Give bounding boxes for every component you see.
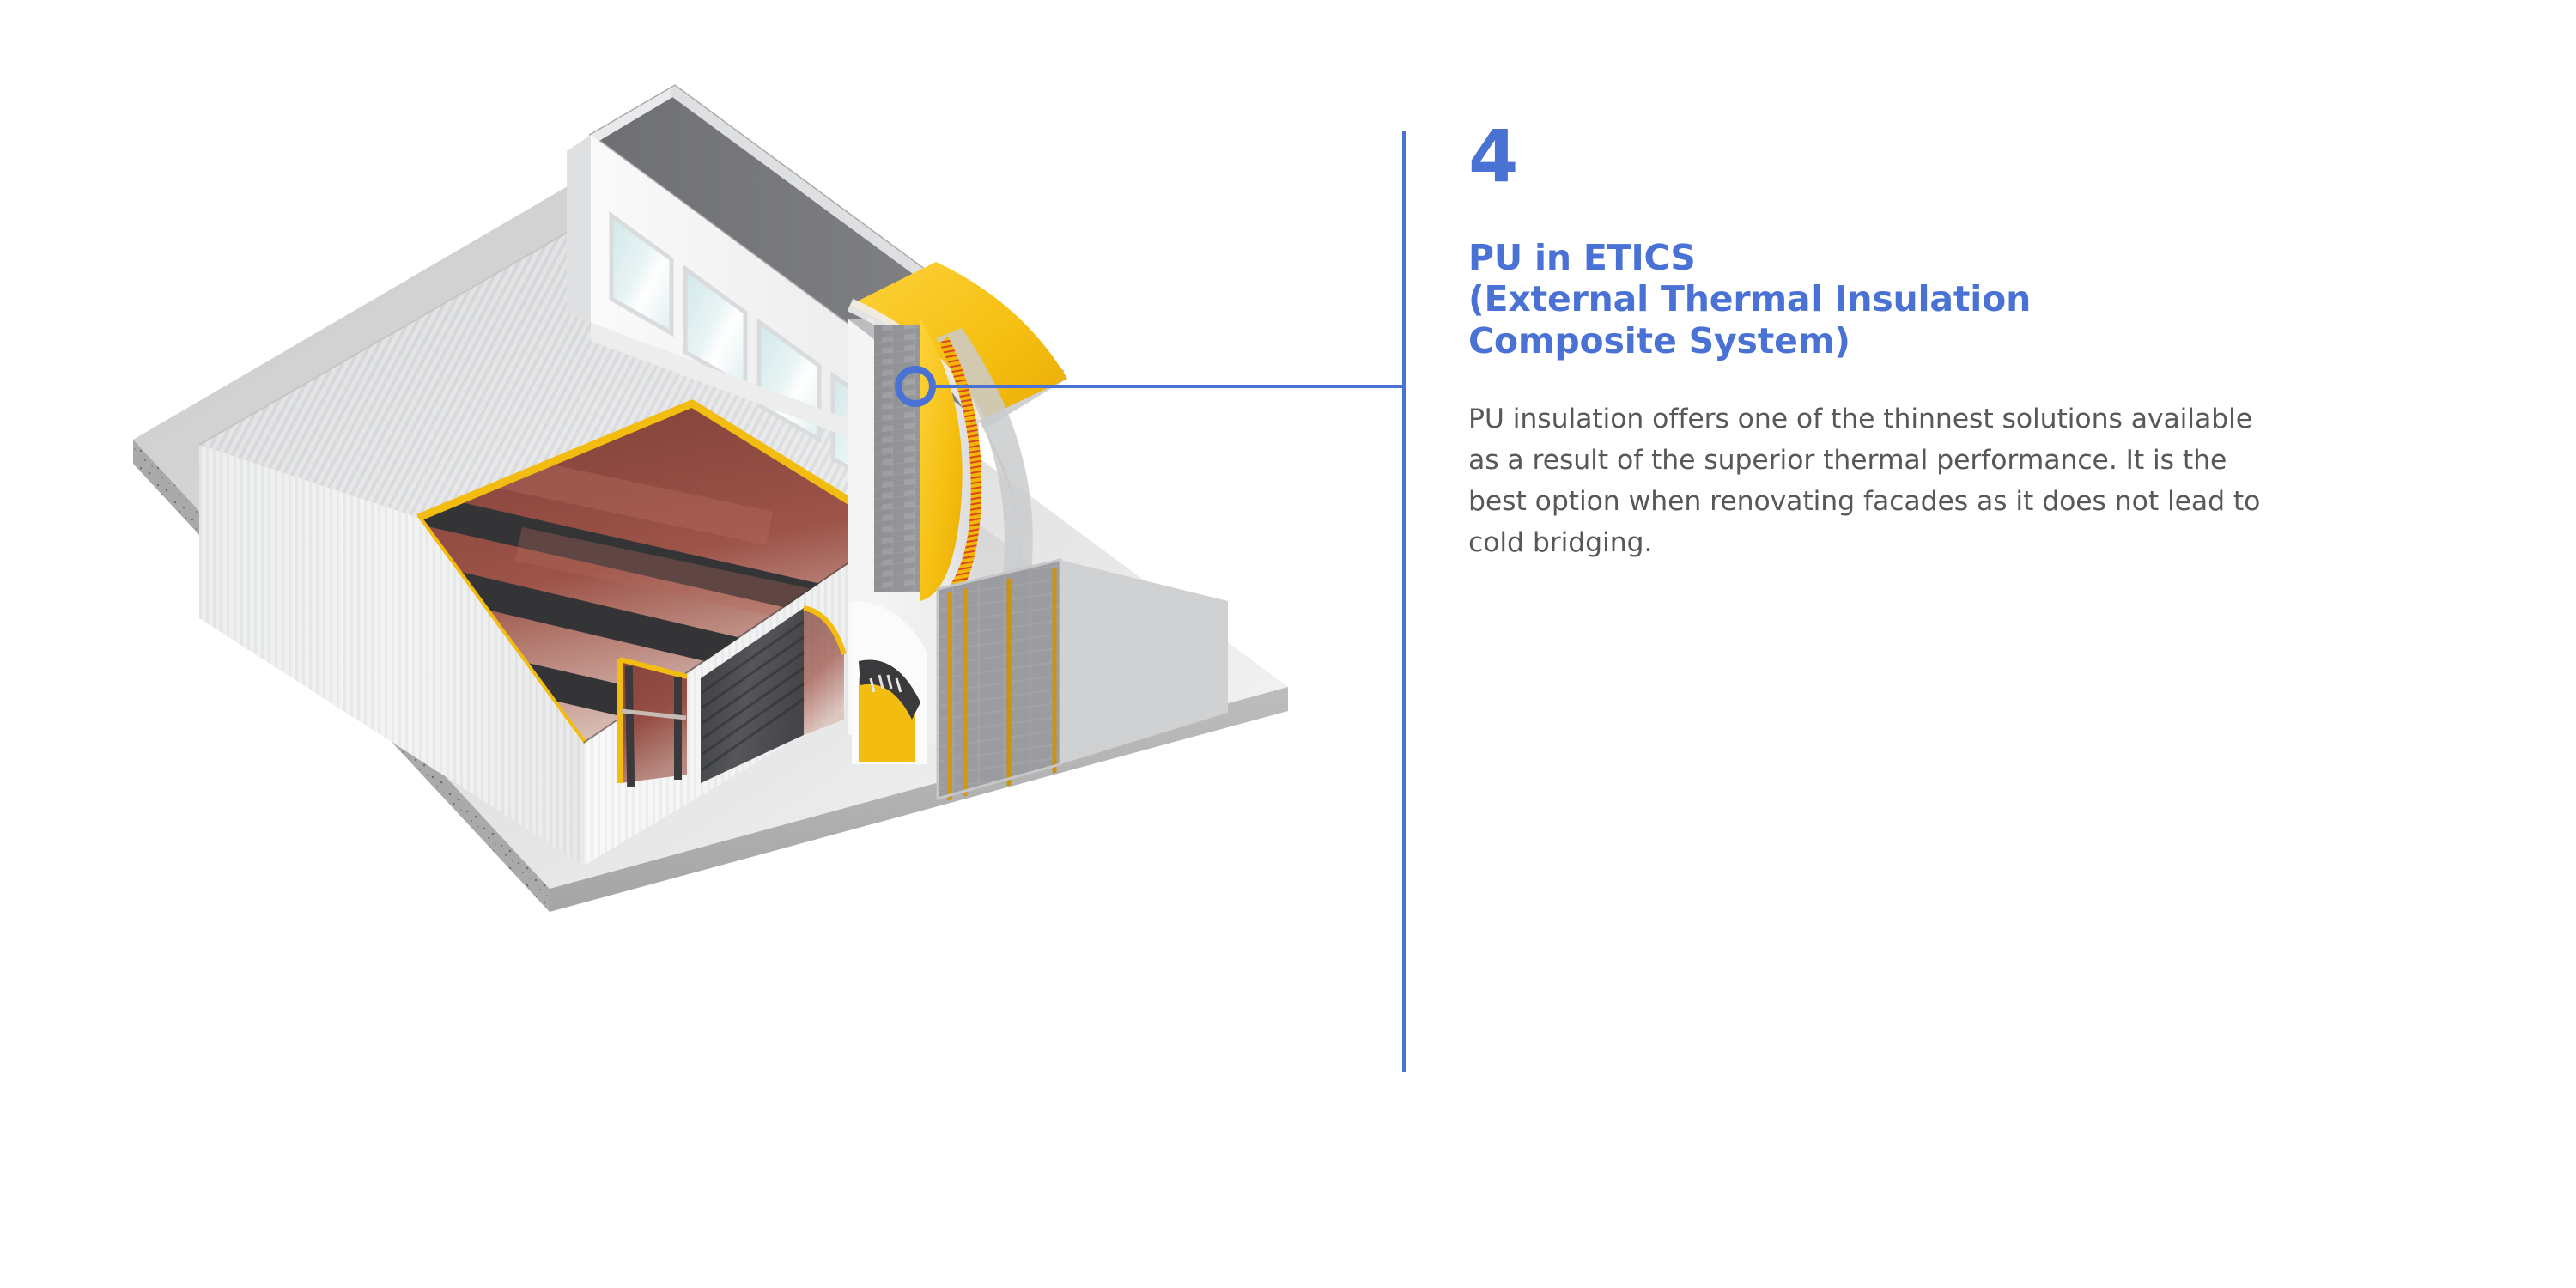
side-door-opening xyxy=(617,657,688,787)
headline-line-2: (External Thermal Insulation xyxy=(1468,278,2032,320)
arched-opening xyxy=(852,601,927,764)
etics-layer-lines xyxy=(947,567,1057,802)
headline-line-1: PU in ETICS xyxy=(1468,237,1696,278)
garage-door xyxy=(701,605,847,783)
headline-line-3: Composite System) xyxy=(1468,319,1850,361)
callout-text-panel: 4 PU in ETICS (External Thermal Insulati… xyxy=(1468,120,2327,564)
callout-body-text: PU insulation offers one of the thinnest… xyxy=(1468,404,2261,558)
brick-substrate xyxy=(874,325,920,592)
rounded-corner-tower xyxy=(848,319,1228,802)
lower-warehouse-block xyxy=(197,231,945,866)
building-illustration xyxy=(133,84,1288,912)
left-wall-ribbed xyxy=(199,445,584,866)
wall-cutaway-detail xyxy=(936,558,1228,802)
garage-door-slats xyxy=(702,620,805,771)
step-number: 4 xyxy=(1468,114,1518,198)
callout-headline: PU in ETICS (External Thermal Insulation… xyxy=(1468,237,2275,361)
